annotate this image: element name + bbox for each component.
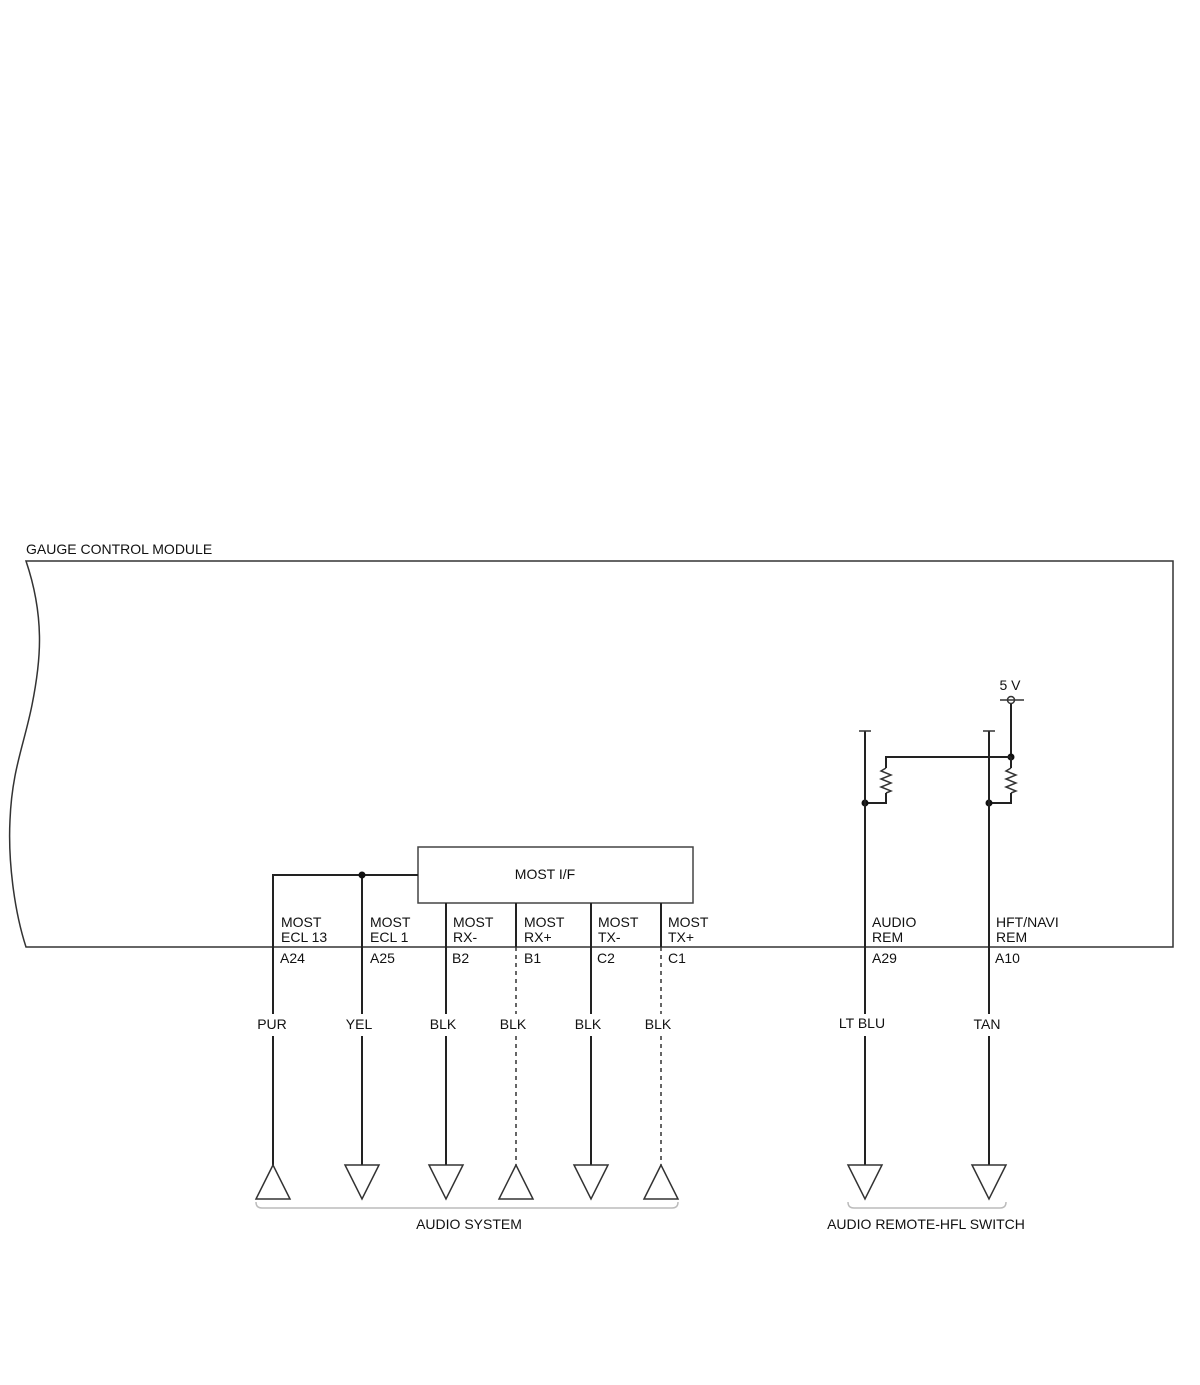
pin-a29-name: REM (872, 929, 903, 945)
connector-triangle-down (343, 1164, 381, 1201)
most-if-label: MOST I/F (515, 866, 575, 882)
module-title: GAUGE CONTROL MODULE (26, 541, 212, 557)
group-label-audio-system: AUDIO SYSTEM (416, 1216, 522, 1232)
pin-a24-name: MOST (281, 914, 322, 930)
connector-triangle-down (572, 1164, 610, 1201)
wire-color-label: YEL (346, 1016, 373, 1032)
connector-triangle-up (497, 1163, 535, 1200)
pin-c2-name: TX- (598, 929, 621, 945)
pin-a25-name: MOST (370, 914, 411, 930)
pin-b1-name: MOST (524, 914, 565, 930)
wire-color-label: BLK (575, 1016, 602, 1032)
pin-number: A29 (872, 950, 897, 966)
pin-c1-name: TX+ (668, 929, 694, 945)
most-if-box (417, 846, 694, 904)
pin-b2-name: RX- (453, 929, 477, 945)
pin-a29-name: AUDIO (872, 914, 916, 930)
pin-number: C2 (597, 950, 615, 966)
ecl-junction-dot (358, 871, 366, 879)
remote-switch-brace (847, 1201, 1007, 1209)
connector-triangle-up (642, 1163, 680, 1200)
audio-system-brace (255, 1201, 679, 1209)
pin-c1-name: MOST (668, 914, 709, 930)
pin-labels: MOST ECL 13 MOST ECL 1 MOST RX- MOST RX+… (281, 914, 1059, 945)
resistor-navi-rem (1003, 767, 1019, 794)
pin-a25-name: ECL 1 (370, 929, 409, 945)
pin-b2-name: MOST (453, 914, 494, 930)
wire-color-label: LT BLU (839, 1015, 885, 1031)
resistor-navi-rem-lead (989, 793, 1012, 804)
pin-a24-name: ECL 13 (281, 929, 327, 945)
pin-number: A10 (995, 950, 1020, 966)
pin-number: A25 (370, 950, 395, 966)
wire-color-label: BLK (500, 1016, 527, 1032)
pin-a10-name: REM (996, 929, 1027, 945)
wire-color-label: BLK (430, 1016, 457, 1032)
group-label-audio-remote-switch: AUDIO REMOTE-HFL SWITCH (827, 1216, 1025, 1232)
pin-number: C1 (668, 950, 686, 966)
resistor-audio-rem-lead (865, 793, 887, 804)
connector-triangle-down (846, 1164, 884, 1201)
pullup-tie-wire (885, 756, 1011, 768)
pin-b1-name: RX+ (524, 929, 552, 945)
wire-color-label: BLK (645, 1016, 672, 1032)
wire-color-label: PUR (257, 1016, 287, 1032)
wire-color-labels: PUR YEL BLK BLK BLK BLK LT BLU TAN (257, 1015, 1000, 1032)
pin-a10-name: HFT/NAVI (996, 914, 1059, 930)
supply-label: 5 V (999, 677, 1021, 693)
pin-number: B2 (452, 950, 469, 966)
pin-number: B1 (524, 950, 541, 966)
wire-color-label: TAN (974, 1016, 1001, 1032)
pin-c2-name: MOST (598, 914, 639, 930)
resistor-audio-rem (878, 767, 894, 794)
connector-triangle-up (254, 1163, 292, 1200)
pin-numbers: A24 A25 B2 B1 C2 C1 A29 A10 (280, 950, 1020, 966)
connector-triangle-down (427, 1164, 465, 1201)
pin-number: A24 (280, 950, 305, 966)
connector-triangle-down (970, 1164, 1008, 1201)
ecl-bus-wire (272, 874, 418, 947)
module-outline (8, 560, 1174, 948)
